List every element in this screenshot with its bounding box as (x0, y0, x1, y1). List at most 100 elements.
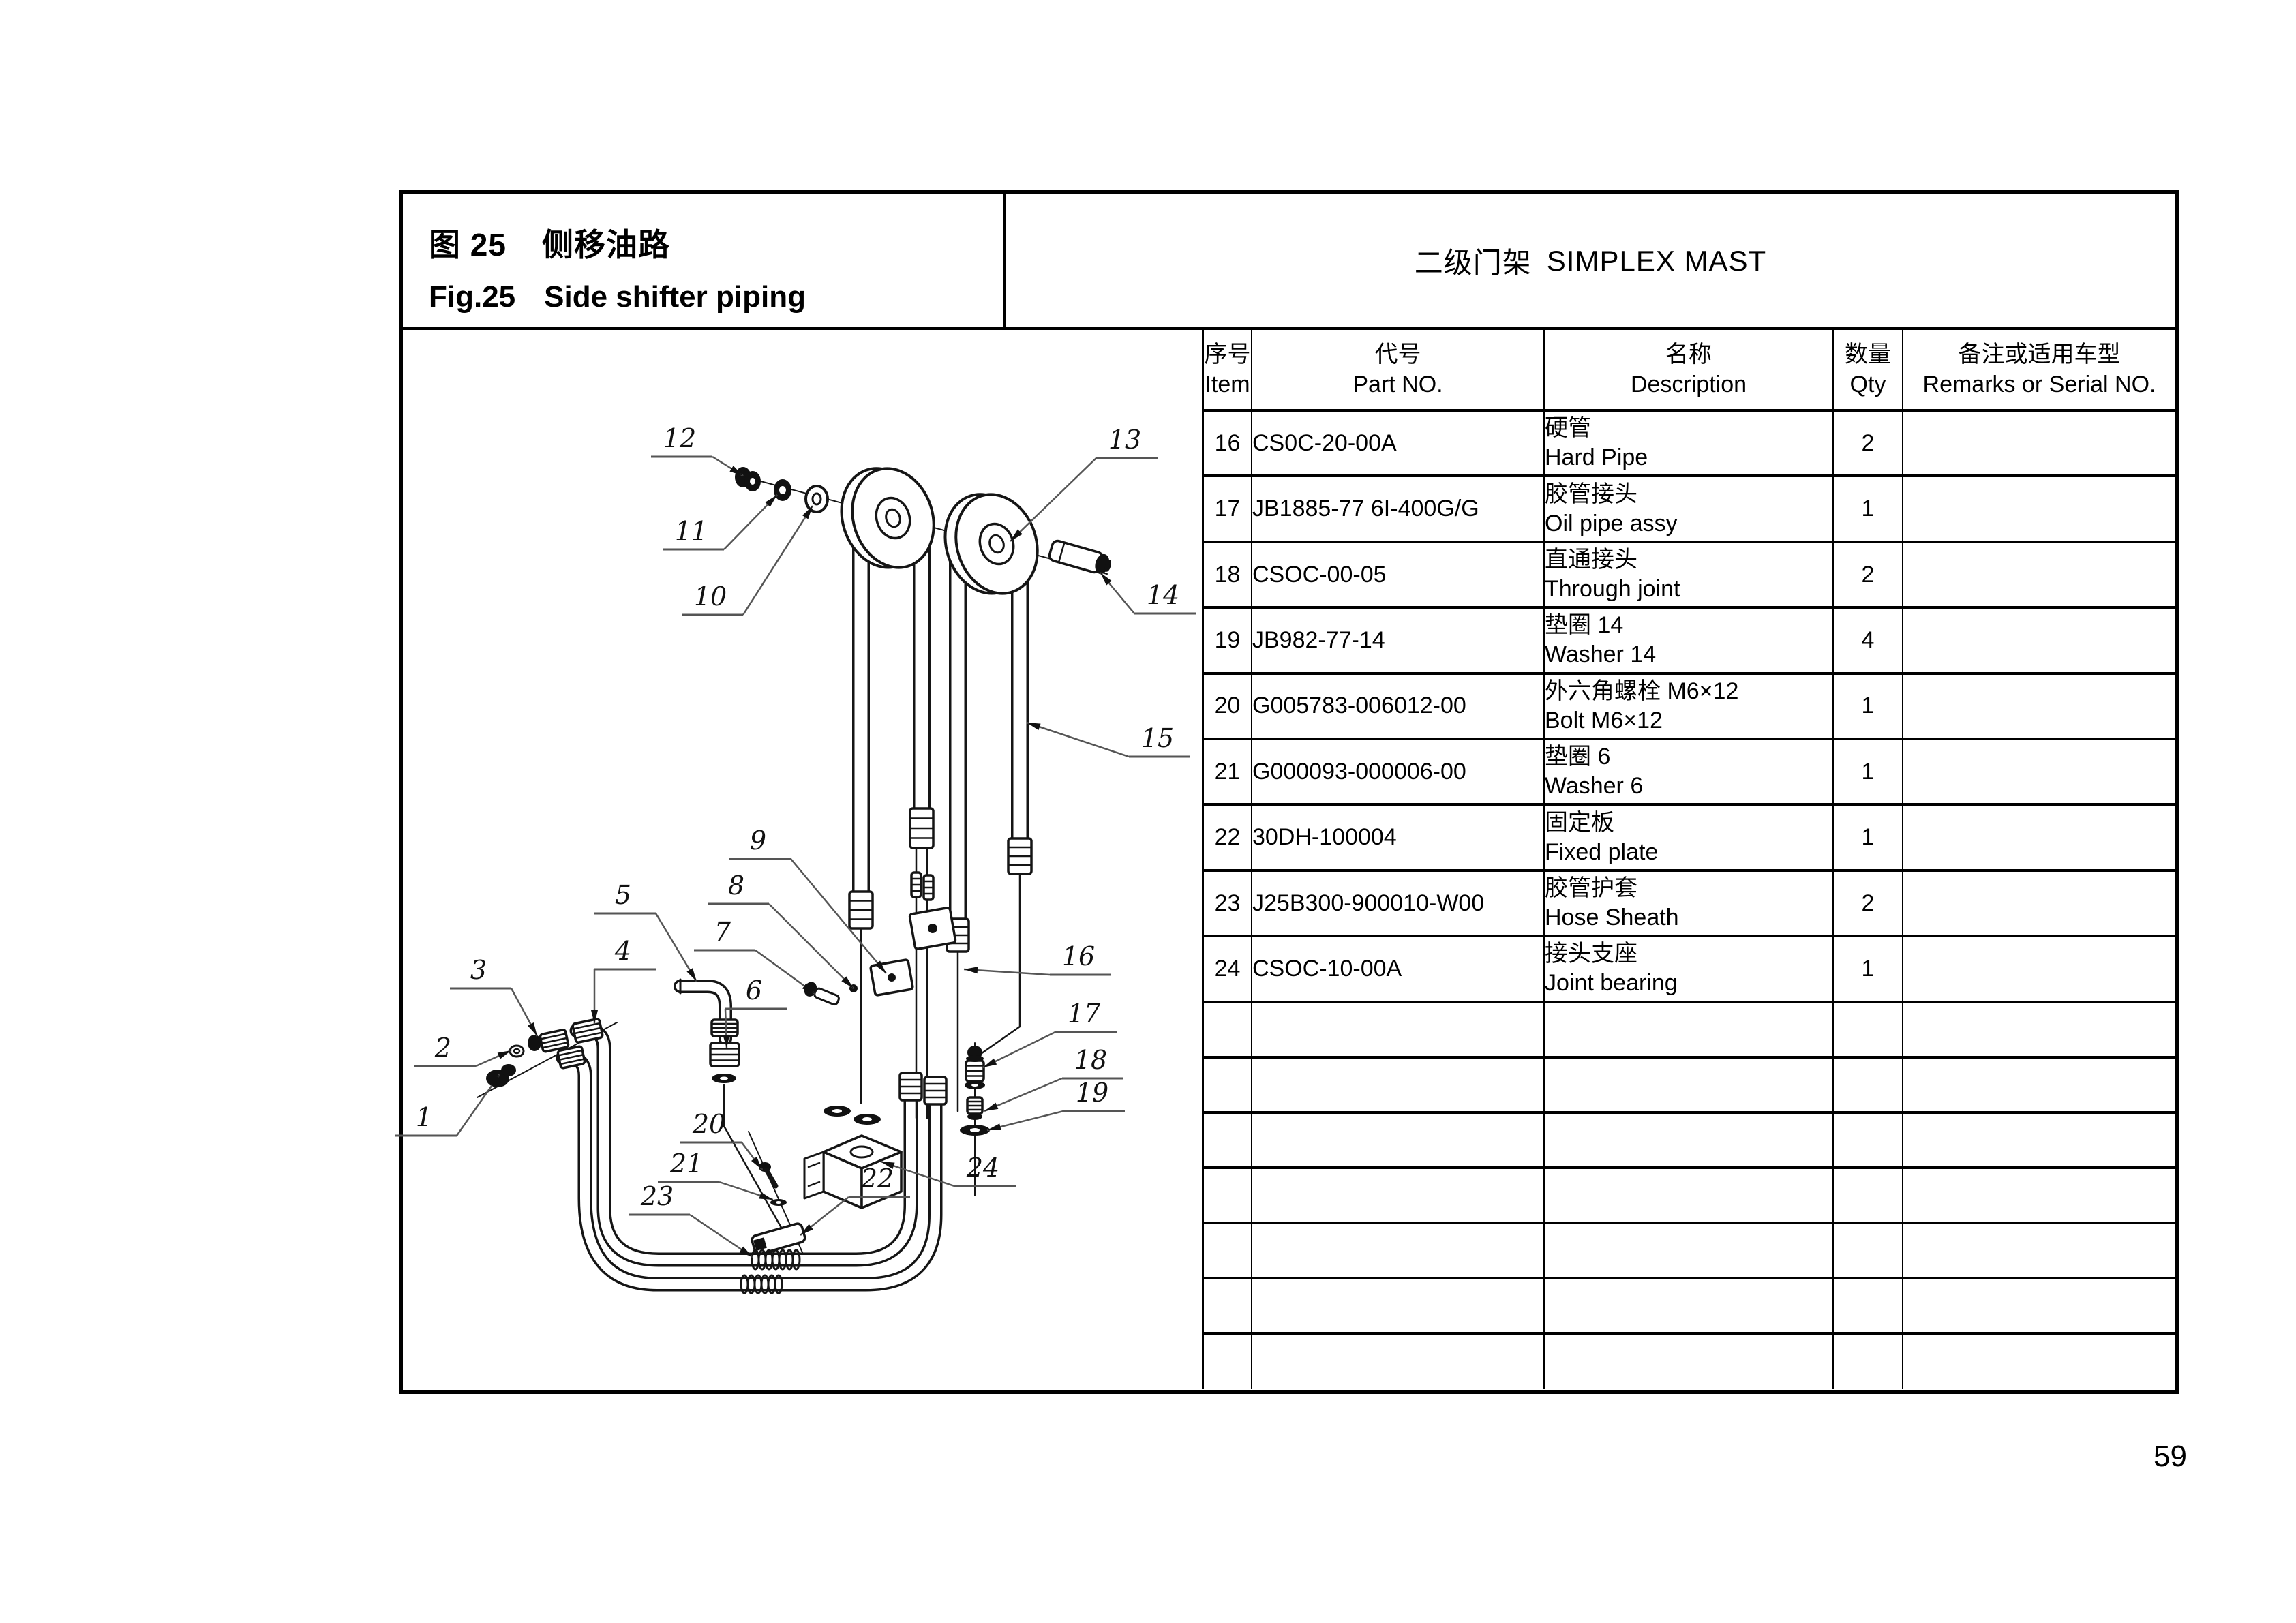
empty-cell (1832, 1110, 1903, 1169)
column-header-en: Part NO. (1353, 371, 1443, 397)
cell-remarks (1902, 408, 2176, 478)
cell-qty: 2 (1832, 408, 1903, 478)
description-en: Joint bearing (1545, 970, 1678, 997)
empty-cell (1543, 1000, 1834, 1059)
fig-number-en: Fig.25 (429, 280, 516, 314)
cell-part-no: G000093-000006-00 (1251, 738, 1545, 806)
fig-caption-en: Side shifter piping (544, 280, 806, 314)
empty-cell (1543, 1055, 1834, 1114)
empty-cell (1832, 1166, 1903, 1224)
empty-cell (1251, 1276, 1545, 1335)
cell-qty: 1 (1832, 671, 1903, 741)
cell-description: 直通接头 Through joint (1543, 540, 1834, 609)
cell-qty: 1 (1832, 738, 1903, 806)
column-header-en: Remarks or Serial NO. (1922, 371, 2156, 397)
empty-cell (1203, 1166, 1252, 1224)
mast-header-en: SIMPLEX MAST (1546, 244, 1767, 277)
cell-item: 20 (1203, 671, 1252, 741)
description-en: Through joint (1545, 576, 1680, 603)
description-zh: 垫圈 14 (1545, 612, 1624, 639)
empty-table-row (1203, 1221, 2176, 1279)
cell-remarks (1902, 935, 2176, 1003)
empty-cell (1832, 1331, 1903, 1391)
cell-item: 19 (1203, 606, 1252, 675)
empty-cell (1543, 1331, 1834, 1391)
cell-part-no: CS0C-20-00A (1251, 408, 1545, 478)
empty-cell (1902, 1221, 2176, 1279)
column-header-en: Description (1630, 371, 1747, 397)
empty-table-row (1203, 1166, 2176, 1224)
description-en: Hose Sheath (1545, 905, 1679, 931)
cell-part-no: 30DH-100004 (1251, 803, 1545, 872)
cell-qty: 4 (1832, 606, 1903, 675)
empty-cell (1543, 1166, 1834, 1224)
empty-cell (1902, 1055, 2176, 1114)
column-header-zh: 数量 (1845, 342, 1891, 367)
empty-cell (1203, 1000, 1252, 1059)
cell-description: 胶管护套 Hose Sheath (1543, 868, 1834, 938)
description-en: Washer 6 (1545, 773, 1644, 800)
empty-cell (1203, 1055, 1252, 1114)
empty-cell (1251, 1000, 1545, 1059)
cell-item: 21 (1203, 738, 1252, 806)
page-number: 59 (2154, 1440, 2187, 1473)
cell-part-no: CSOC-00-05 (1251, 540, 1545, 609)
empty-cell (1251, 1110, 1545, 1169)
empty-cell (1902, 1166, 2176, 1224)
column-header-en: Qty (1849, 371, 1886, 397)
figure-title-en: Fig.25 Side shifter piping (429, 280, 1003, 314)
empty-cell (1203, 1221, 1252, 1279)
empty-cell (1203, 1110, 1252, 1169)
cell-remarks (1902, 474, 2176, 543)
description-zh: 胶管护套 (1545, 875, 1637, 902)
cell-part-no: CSOC-10-00A (1251, 935, 1545, 1003)
cell-item: 17 (1203, 474, 1252, 543)
cell-part-no: J25B300-900010-W00 (1251, 868, 1545, 938)
empty-cell (1251, 1221, 1545, 1279)
cell-remarks (1902, 540, 2176, 609)
cell-remarks (1902, 671, 2176, 741)
cell-item: 22 (1203, 803, 1252, 872)
cell-qty: 1 (1832, 803, 1903, 872)
cell-item: 23 (1203, 868, 1252, 938)
description-en: Hard Pipe (1545, 444, 1648, 471)
description-zh: 固定板 (1545, 809, 1614, 836)
empty-cell (1251, 1166, 1545, 1224)
column-header-zh: 备注或适用车型 (1958, 342, 2121, 367)
figure-cell (403, 330, 1204, 1389)
description-en: Fixed plate (1545, 838, 1659, 865)
empty-cell (1203, 1331, 1252, 1391)
fig-caption-zh: 侧移油路 (541, 227, 670, 262)
cell-item: 24 (1203, 935, 1252, 1003)
empty-cell (1543, 1276, 1834, 1335)
description-zh: 直通接头 (1545, 547, 1637, 573)
column-header-zh: 序号 (1204, 342, 1251, 367)
column-header-en: Item (1205, 371, 1250, 397)
cell-remarks (1902, 606, 2176, 675)
cell-qty: 2 (1832, 540, 1903, 609)
empty-cell (1902, 1276, 2176, 1335)
cell-description: 垫圈 6 Washer 6 (1543, 738, 1834, 806)
description-zh: 垫圈 6 (1545, 744, 1611, 770)
cell-qty: 1 (1832, 474, 1903, 543)
cell-remarks (1902, 868, 2176, 938)
